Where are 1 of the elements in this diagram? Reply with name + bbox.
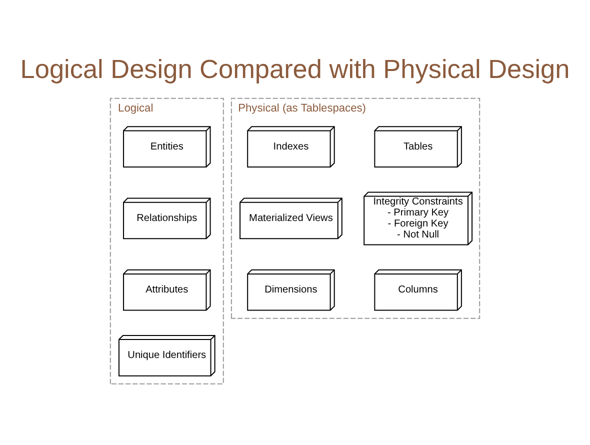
diagram-title: Logical Design Compared with Physical Design	[20, 54, 570, 84]
